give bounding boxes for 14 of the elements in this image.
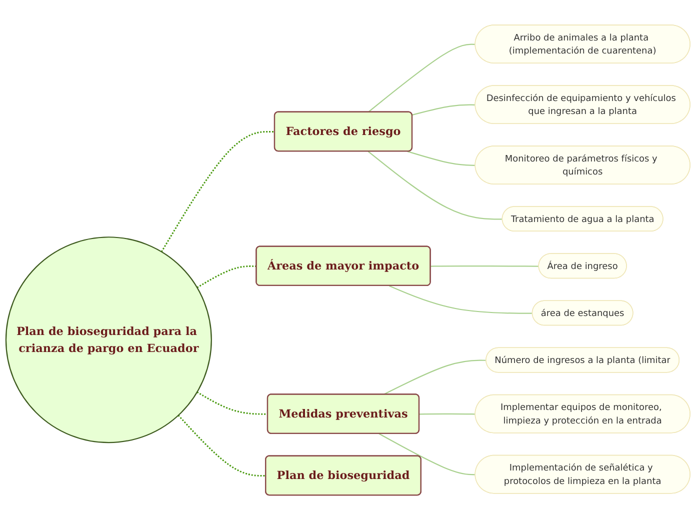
connector <box>383 360 486 396</box>
connector <box>389 285 533 314</box>
connector <box>407 150 476 166</box>
connector <box>368 44 476 113</box>
connector <box>160 130 275 252</box>
connector <box>368 150 503 220</box>
connector <box>412 104 476 116</box>
connector <box>419 413 476 415</box>
connector <box>178 414 266 477</box>
node-circle: Plan de bioseguridad para la crianza de pargo en Ecuador <box>5 236 212 444</box>
connector <box>196 265 257 288</box>
connector <box>430 265 539 267</box>
connector <box>196 391 268 415</box>
connector <box>378 433 476 476</box>
